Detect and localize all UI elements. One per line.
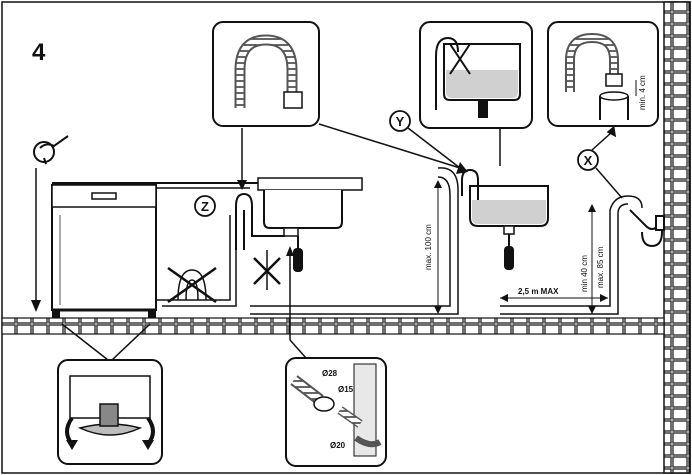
dimension-length-max: 2,5 m MAX <box>500 287 608 302</box>
dim-d15: Ø15 <box>338 385 354 394</box>
panel-leveling-feet <box>57 359 163 465</box>
sink-y <box>461 168 549 270</box>
label-x: X <box>584 153 593 168</box>
hand-icon <box>33 135 69 165</box>
panel-hose-diameters: Ø28 Ø15 Ø20 <box>285 357 387 467</box>
label-x-badge: X <box>577 149 599 171</box>
label-z: Z <box>201 199 209 214</box>
brick-wall <box>663 1 691 474</box>
dimension-min40-max85: min 40 cm max. 85 cm <box>580 204 605 314</box>
callout-arrow-x <box>591 131 613 151</box>
diameter-callout <box>286 246 307 359</box>
panel-hose-hook <box>212 21 320 127</box>
callout-arrowhead-x <box>606 125 617 138</box>
siphon-connection <box>629 209 665 248</box>
dimension-max-100: max. 100 cm <box>424 180 442 314</box>
feet-arrow-left <box>61 323 109 361</box>
hose-hook-z <box>235 192 285 250</box>
callout-arrowhead-z <box>237 180 247 190</box>
level-arrow <box>31 168 41 312</box>
callout-arrow-y <box>318 123 461 169</box>
wrong-hose-loop <box>167 266 217 304</box>
label-y: Y <box>396 114 405 129</box>
dim-max-100: max. 100 cm <box>424 224 433 270</box>
dishwasher <box>51 184 157 318</box>
dim-length-max: 2,5 m MAX <box>518 287 559 296</box>
wrong-connection-mark <box>253 250 281 290</box>
label-y-badge: Y <box>389 110 411 132</box>
dim-d20: Ø20 <box>330 441 346 450</box>
kitchen-sink <box>257 177 363 272</box>
panel-standpipe: min. 4 cm <box>547 21 659 127</box>
label-z-badge: Z <box>194 195 216 217</box>
panel-sink-hook <box>419 21 533 129</box>
label-y-leader <box>407 127 461 169</box>
dim-min-40: min 40 cm <box>580 255 589 292</box>
step-number: 4 <box>32 39 46 66</box>
floor <box>1 317 665 335</box>
dim-max-85: max. 85 cm <box>596 246 605 288</box>
dim-d28: Ø28 <box>322 369 338 378</box>
label-x-leader <box>595 167 623 199</box>
dim-min-4: min. 4 cm <box>638 75 647 110</box>
feet-arrow-right <box>111 323 151 361</box>
